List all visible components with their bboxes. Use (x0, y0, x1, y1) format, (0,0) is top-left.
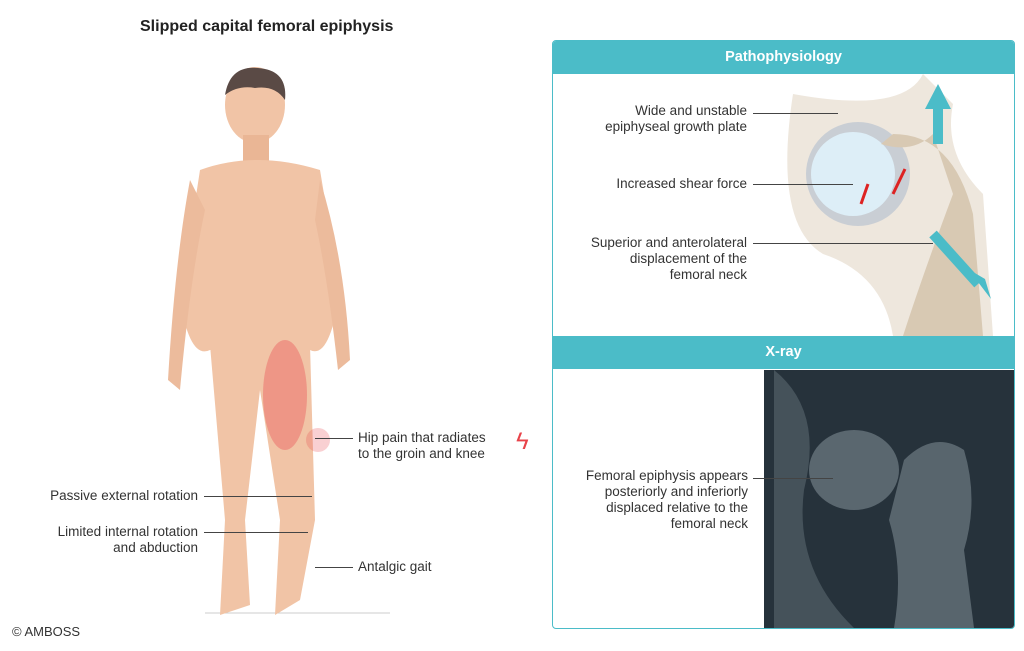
limited-rotation-label: Limited internal rotation and abduction (57, 524, 198, 555)
page-title: Slipped capital femoral epiphysis (140, 18, 394, 35)
xray-image (764, 370, 1014, 628)
hip-pain-label: Hip pain that radiates to the groin and … (358, 430, 486, 461)
xray-header: X-ray (553, 336, 1014, 369)
pathophysiology-header: Pathophysiology (553, 41, 1014, 74)
antalgic-gait-label: Antalgic gait (358, 559, 432, 574)
lightning-pain-icon: ϟ (516, 428, 529, 455)
info-panel: Pathophysiology Wide and unstable epiphy… (552, 40, 1015, 629)
patient-illustration (168, 67, 390, 615)
shear-force-label: Increased shear force (616, 176, 747, 191)
passive-external-rotation-label: Passive external rotation (50, 488, 198, 503)
copyright: © AMBOSS (12, 624, 81, 639)
growth-plate-label: Wide and unstable epiphyseal growth plat… (605, 103, 747, 134)
xray-label: Femoral epiphysis appears posteriorly an… (585, 468, 748, 531)
hip-joint-illustration (787, 74, 993, 336)
displacement-label: Superior and anterolateral displacement … (590, 235, 747, 282)
